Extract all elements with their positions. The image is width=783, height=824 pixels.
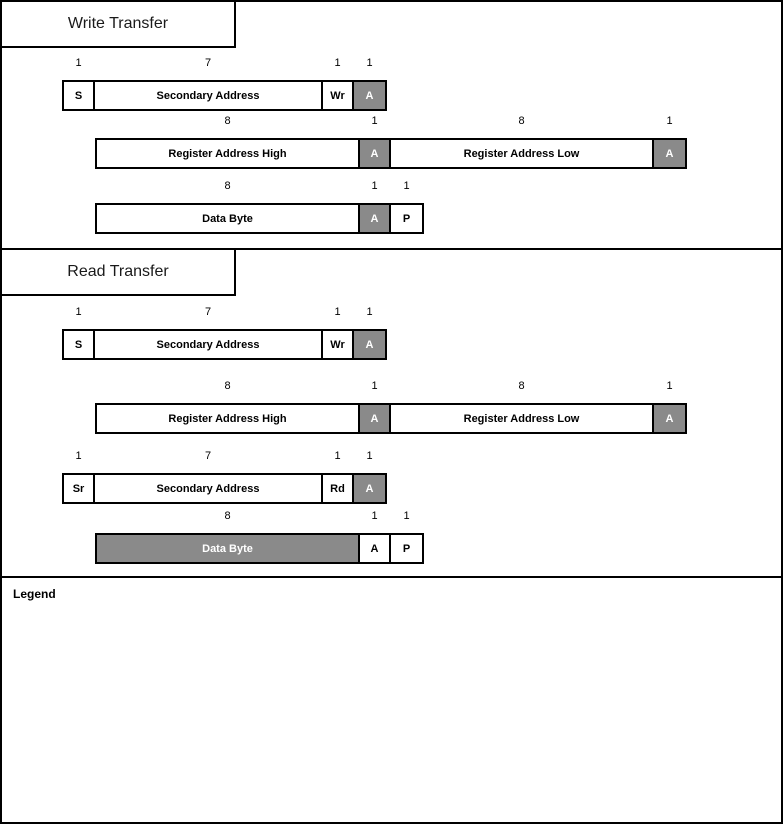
field-cell-wr: Wr xyxy=(321,80,354,111)
field-cell-a: A xyxy=(358,533,391,564)
field-cell-a: A xyxy=(652,138,687,169)
bit-count-label: 8 xyxy=(518,115,525,127)
field-cell-data-byte: Data Byte xyxy=(95,533,360,564)
write-transfer-title: Write Transfer xyxy=(0,0,236,48)
field-cell-a: A xyxy=(352,329,387,360)
bit-count-label: 1 xyxy=(371,180,378,192)
field-cell-a: A xyxy=(358,403,391,434)
bit-count-label: 7 xyxy=(204,306,212,318)
bit-count-label: 1 xyxy=(75,57,82,69)
field-cell-register-address-high: Register Address High xyxy=(95,138,360,169)
bit-count-label: 1 xyxy=(366,306,373,318)
field-cell-a: A xyxy=(352,473,387,504)
bit-count-label: 1 xyxy=(366,450,373,462)
field-cell-a: A xyxy=(358,138,391,169)
field-cell-register-address-high: Register Address High xyxy=(95,403,360,434)
bit-count-label: 1 xyxy=(334,450,341,462)
bit-count-label: 1 xyxy=(334,57,341,69)
bit-count-label: 1 xyxy=(371,115,378,127)
field-cell-register-address-low: Register Address Low xyxy=(389,403,654,434)
bit-count-label: 1 xyxy=(75,306,82,318)
write-transfer-title-label: Write Transfer xyxy=(67,15,169,32)
field-cell-a: A xyxy=(652,403,687,434)
legend-section xyxy=(0,576,783,824)
bit-count-label: 8 xyxy=(518,380,525,392)
field-cell-s: S xyxy=(62,329,95,360)
bit-count-label: 8 xyxy=(224,180,231,192)
field-cell-secondary-address: Secondary Address xyxy=(93,329,323,360)
bit-count-label: 8 xyxy=(224,380,231,392)
field-cell-secondary-address: Secondary Address xyxy=(93,80,323,111)
field-cell-a: A xyxy=(352,80,387,111)
field-cell-s: S xyxy=(62,80,95,111)
bit-count-label: 8 xyxy=(224,510,231,522)
field-cell-p: P xyxy=(389,203,424,234)
bit-count-label: 1 xyxy=(403,180,410,192)
bit-count-label: 1 xyxy=(666,380,673,392)
field-cell-wr: Wr xyxy=(321,329,354,360)
bit-count-label: 1 xyxy=(371,510,378,522)
bit-count-label: 1 xyxy=(371,380,378,392)
field-cell-rd: Rd xyxy=(321,473,354,504)
bit-count-label: 7 xyxy=(204,57,212,69)
field-cell-register-address-low: Register Address Low xyxy=(389,138,654,169)
bit-count-label: 7 xyxy=(204,450,212,462)
field-cell-secondary-address: Secondary Address xyxy=(93,473,323,504)
bit-count-label: 1 xyxy=(366,57,373,69)
bit-count-label: 1 xyxy=(334,306,341,318)
field-cell-data-byte: Data Byte xyxy=(95,203,360,234)
bit-count-label: 8 xyxy=(224,115,231,127)
bit-count-label: 1 xyxy=(666,115,673,127)
field-cell-p: P xyxy=(389,533,424,564)
field-cell-a: A xyxy=(358,203,391,234)
read-transfer-title-label: Read Transfer xyxy=(67,263,169,280)
bit-count-label: 1 xyxy=(403,510,410,522)
legend-title: Legend xyxy=(13,587,56,601)
bit-count-label: 1 xyxy=(75,450,82,462)
field-cell-sr: Sr xyxy=(62,473,95,504)
read-transfer-title: Read Transfer xyxy=(0,248,236,296)
